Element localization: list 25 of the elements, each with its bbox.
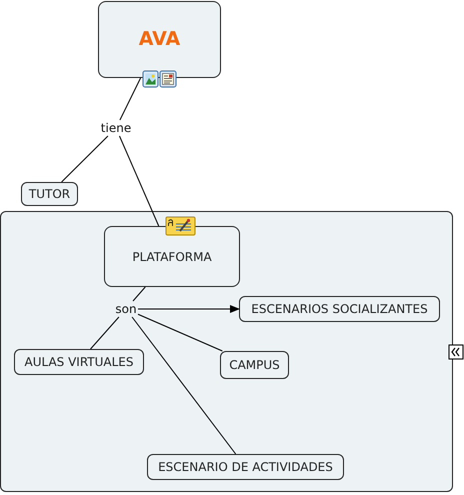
concept-label: ESCENARIO DE ACTIVIDADES	[158, 459, 333, 476]
concept-label: AVA	[138, 27, 180, 52]
connector-line	[132, 316, 236, 454]
concept-label: son	[115, 301, 137, 318]
concept-box	[239, 296, 440, 322]
connector-line	[61, 136, 108, 182]
connector-line	[132, 286, 146, 302]
connector-line	[119, 78, 142, 120]
concept-box	[98, 1, 221, 78]
concept-label: tiene	[100, 120, 132, 137]
concept-label: ESCENARIOS SOCIALIZANTES	[251, 301, 428, 318]
arrow	[138, 305, 240, 313]
concept-box	[21, 182, 78, 206]
connector-line	[118, 136, 160, 226]
connector-line	[90, 316, 120, 350]
concept-label: TUTOR	[28, 186, 70, 203]
concept-box	[14, 349, 144, 375]
concept-label: AULAS VIRTUALES	[24, 354, 134, 371]
concept-box	[104, 226, 240, 287]
nested-panel	[0, 211, 453, 492]
connector-line	[138, 314, 223, 352]
concept-box	[147, 454, 344, 480]
concept-box	[220, 351, 289, 379]
concept-label: PLATAFORMA	[132, 248, 212, 266]
concept-label: CAMPUS	[229, 357, 280, 374]
